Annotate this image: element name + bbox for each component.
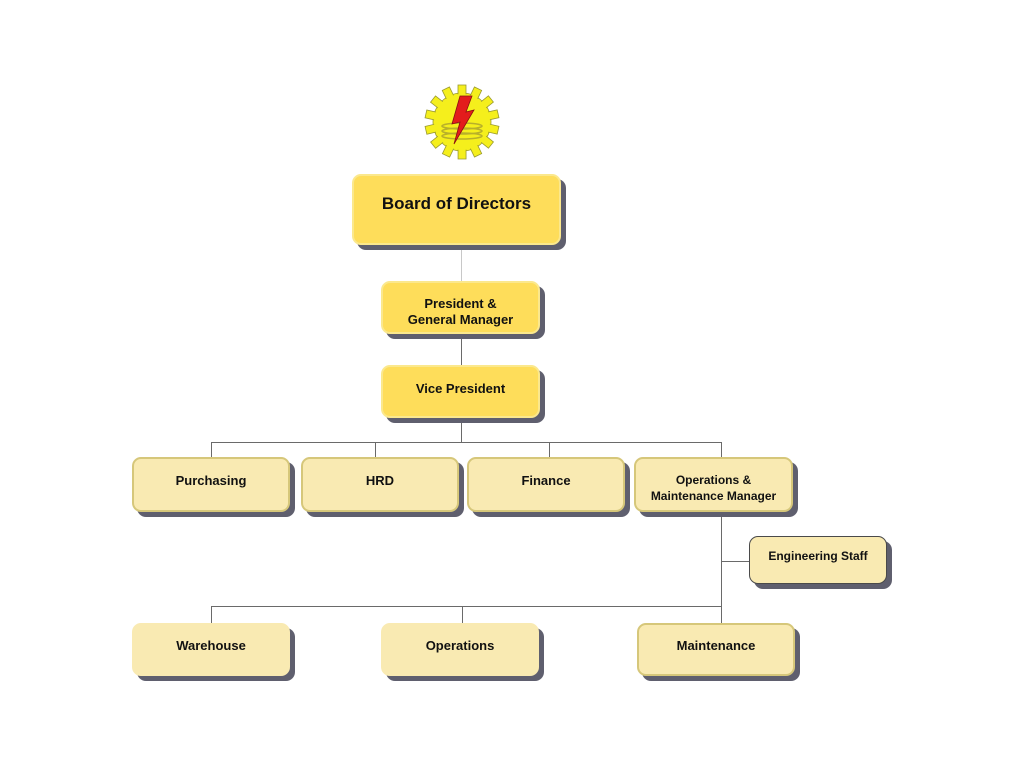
node-purchasing[interactable]: Purchasing — [132, 457, 290, 512]
node-hrd[interactable]: HRD — [301, 457, 459, 512]
node-label: Board of Directors — [381, 194, 532, 213]
node-label: Purchasing — [175, 473, 247, 488]
node-label: President & General Manager — [407, 296, 514, 327]
connector-vp-down — [461, 420, 462, 442]
connector-om-down — [721, 514, 722, 624]
node-vice-president[interactable]: Vice President — [381, 365, 540, 418]
connector-ops-bus — [211, 606, 722, 607]
node-label: Finance — [521, 473, 571, 488]
node-label: Operations & Maintenance Manager — [650, 473, 777, 503]
connector-finance — [549, 442, 550, 458]
node-label: Engineering Staff — [768, 549, 868, 563]
connector-dept-bus — [211, 442, 722, 443]
connector-warehouse — [211, 606, 212, 624]
connector-hrd — [375, 442, 376, 458]
node-operations[interactable]: Operations — [381, 623, 539, 676]
node-label: Vice President — [415, 381, 506, 396]
connector-engineering — [721, 561, 750, 562]
connector-president-vp — [461, 336, 462, 366]
node-warehouse[interactable]: Warehouse — [132, 623, 290, 676]
connector-purchasing — [211, 442, 212, 458]
connector-om-manager — [721, 442, 722, 458]
node-finance[interactable]: Finance — [467, 457, 625, 512]
node-board-of-directors[interactable]: Board of Directors — [352, 174, 561, 245]
node-president-general-manager[interactable]: President & General Manager — [381, 281, 540, 334]
node-label: Operations — [425, 638, 495, 653]
connector-operations — [462, 606, 463, 624]
connector-board-president — [461, 250, 462, 282]
node-operations-maintenance-manager[interactable]: Operations & Maintenance Manager — [634, 457, 793, 512]
node-maintenance[interactable]: Maintenance — [637, 623, 795, 676]
node-label: Warehouse — [176, 638, 246, 653]
node-label: HRD — [365, 473, 395, 488]
gear-lightning-logo-icon — [424, 84, 500, 160]
node-label: Maintenance — [676, 638, 756, 653]
node-engineering-staff[interactable]: Engineering Staff — [749, 536, 887, 584]
